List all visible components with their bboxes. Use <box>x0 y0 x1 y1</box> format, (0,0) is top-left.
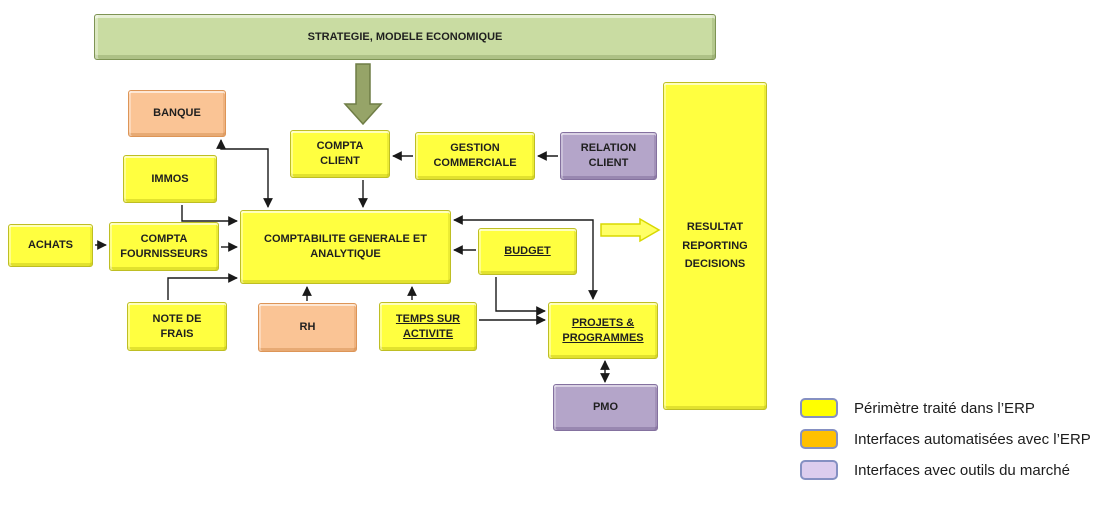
legend-item-interfaces-auto: Interfaces automatisées avec l’ERP <box>800 429 1091 449</box>
box-rh: RH <box>258 303 357 352</box>
box-relation-client: RELATION CLIENT <box>560 132 657 180</box>
box-immos: IMMOS <box>123 155 217 203</box>
connector-budget-to-projets <box>495 277 546 316</box>
box-resultat-reporting-decisions: RESULTAT REPORTING DECISIONS <box>663 82 767 410</box>
legend-swatch-market-purple <box>800 460 838 480</box>
legend-swatch-erp-yellow <box>800 398 838 418</box>
connector-banque-comptabilite <box>216 139 273 208</box>
box-comptabilite-generale: COMPTABILITE GENERALE ET ANALYTIQUE <box>240 210 451 284</box>
box-budget: BUDGET <box>478 228 577 275</box>
box-note-de-frais: NOTE DE FRAIS <box>127 302 227 351</box>
box-temps-sur-activite: TEMPS SUR ACTIVITE <box>379 302 477 351</box>
connector-immos-to-comptabilite <box>181 205 238 226</box>
legend-item-erp: Périmètre traité dans l’ERP <box>800 398 1035 418</box>
strategy-down-arrow-icon <box>343 63 383 126</box>
box-banque: BANQUE <box>128 90 226 137</box>
box-compta-client: COMPTA CLIENT <box>290 130 390 178</box>
legend-item-market-tools: Interfaces avec outils du marché <box>800 460 1070 480</box>
box-compta-fournisseurs: COMPTA FOURNISSEURS <box>109 222 219 271</box>
box-strategie: STRATEGIE, MODELE ECONOMIQUE <box>94 14 716 60</box>
box-pmo: PMO <box>553 384 658 431</box>
legend-label-interfaces-auto: Interfaces automatisées avec l’ERP <box>854 430 1091 448</box>
legend-label-market-tools: Interfaces avec outils du marché <box>854 461 1070 479</box>
box-achats: ACHATS <box>8 224 93 267</box>
legend-swatch-interfaces-orange <box>800 429 838 449</box>
box-gestion-commerciale: GESTION COMMERCIALE <box>415 132 535 180</box>
legend-label-erp: Périmètre traité dans l’ERP <box>854 399 1035 417</box>
connector-note-de-frais-to-comptabilite <box>167 273 238 300</box>
flow-to-resultat-arrow-icon <box>600 217 661 243</box>
box-projets-programmes: PROJETS & PROGRAMMES <box>548 302 658 359</box>
